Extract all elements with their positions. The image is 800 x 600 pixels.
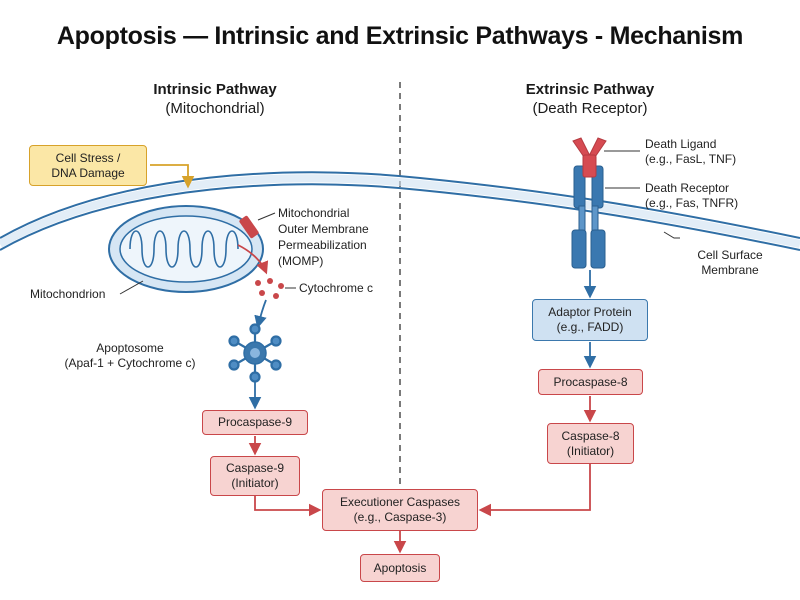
apoptosome-label: Apoptosome (Apaf-1 + Cytochrome c) <box>40 341 220 371</box>
momp-leader <box>257 212 276 221</box>
cytochrome-c-dots <box>255 278 284 299</box>
arrow-cell-stress <box>150 164 195 189</box>
membrane-label-line-2: Membrane <box>701 263 759 277</box>
caspase-8-line-1: Caspase-8 <box>561 428 620 443</box>
membrane-label-line-1: Cell Surface <box>697 248 763 262</box>
mitochondrion-label: Mitochondrion <box>30 287 106 301</box>
death-receptor-label-line-2: (e.g., Fas, TNFR) <box>645 196 739 210</box>
death-receptor-label: Death Receptor (e.g., Fas, TNFR) <box>645 181 738 211</box>
executioner-line-2: (e.g., Caspase-3) <box>353 510 447 524</box>
executioner-caspases-box: Executioner Caspases (e.g., Caspase-3) <box>322 489 478 531</box>
procaspase-8-box: Procaspase-8 <box>538 369 643 395</box>
adaptor-protein-box: Adaptor Protein (e.g., FADD) <box>532 299 648 341</box>
death-ligand-label: Death Ligand (e.g., FasL, TNF) <box>645 137 736 167</box>
death-ligand-label-line-1: Death Ligand <box>645 137 717 151</box>
extrinsic-heading: Extrinsic Pathway (Death Receptor) <box>490 80 690 118</box>
caspase-9-line-1: Caspase-9 <box>225 461 285 475</box>
adaptor-line-2: (e.g., FADD) <box>556 320 624 334</box>
momp-label-line-1: Mitochondrial <box>278 206 350 220</box>
mitochondrion-leader <box>119 280 144 295</box>
adaptor-line-1: Adaptor Protein <box>548 305 632 319</box>
arrow-caspase9-executioner <box>254 496 322 517</box>
cell-stress-box: Cell Stress / DNA Damage <box>29 145 147 186</box>
momp-label: Mitochondrial Outer Membrane Permeabiliz… <box>278 205 369 269</box>
death-receptor <box>571 165 606 269</box>
page-title: Apoptosis — Intrinsic and Extrinsic Path… <box>56 22 744 50</box>
mitochondrion <box>108 205 264 293</box>
intrinsic-heading-title: Intrinsic Pathway <box>153 81 277 98</box>
apoptosome-label-line-1: Apoptosome <box>96 341 164 355</box>
caspase-8-box: Caspase-8 (Initiator) <box>547 423 634 464</box>
momp-label-line-3: Permeabilization <box>278 238 367 252</box>
arrow-cytochrome-apoptosome <box>254 299 267 329</box>
procaspase-9-box: Procaspase-9 <box>202 410 308 435</box>
apoptosis-box: Apoptosis <box>360 554 440 582</box>
executioner-line-1: Executioner Caspases <box>339 495 461 509</box>
membrane-leader <box>663 231 680 239</box>
cytochrome-release-arrow <box>237 244 269 275</box>
cell-stress-line-1: Cell Stress / <box>55 150 121 165</box>
momp-label-line-2: Outer Membrane <box>278 222 369 236</box>
apoptosome-label-line-2: (Apaf-1 + Cytochrome c) <box>64 356 196 370</box>
death-receptor-label-line-1: Death Receptor <box>645 181 730 195</box>
momp-label-line-4: (MOMP) <box>278 254 324 268</box>
extrinsic-heading-title: Extrinsic Pathway <box>525 81 655 98</box>
apoptosome <box>228 323 282 383</box>
extrinsic-heading-subtitle: (Death Receptor) <box>532 100 648 117</box>
caspase-9-line-2: (Initiator) <box>231 476 279 490</box>
intrinsic-heading: Intrinsic Pathway (Mitochondrial) <box>115 80 315 118</box>
caspase-9-box: Caspase-9 (Initiator) <box>210 456 300 496</box>
cell-membrane <box>0 171 800 251</box>
cell-stress-line-2: DNA Damage <box>51 165 125 180</box>
cell-surface-membrane-label: Cell Surface Membrane <box>680 248 780 278</box>
death-ligand <box>572 137 607 178</box>
caspase-8-line-2: (Initiator) <box>566 443 615 458</box>
death-ligand-label-line-2: (e.g., FasL, TNF) <box>645 152 737 166</box>
momp-pore <box>239 215 259 239</box>
arrow-caspase8-executioner <box>478 464 591 517</box>
cytochrome-c-label: Cytochrome c <box>299 281 374 295</box>
intrinsic-heading-subtitle: (Mitochondrial) <box>165 100 265 117</box>
